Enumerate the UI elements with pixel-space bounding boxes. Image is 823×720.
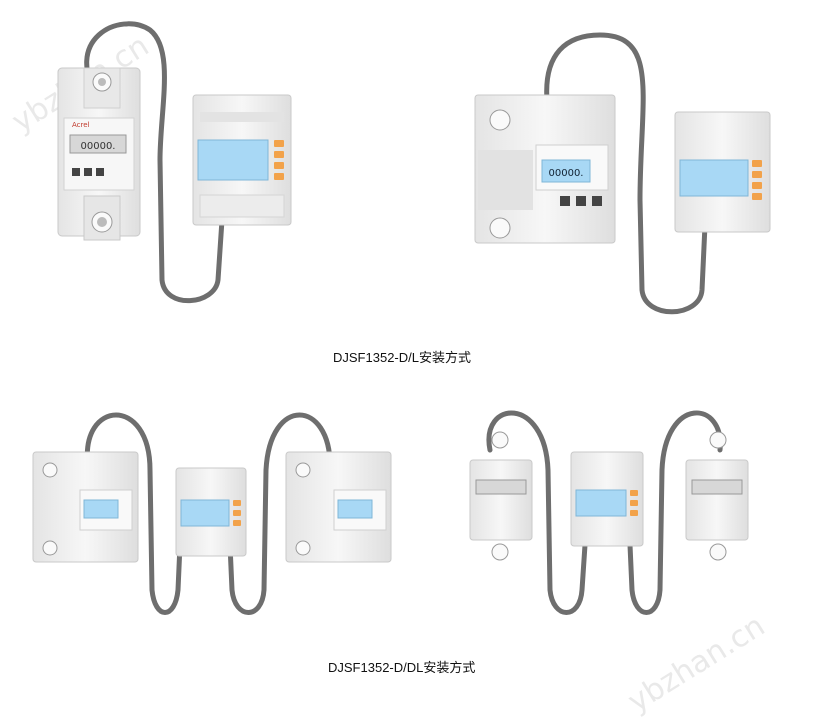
- bottom-left-assembly: [32, 412, 392, 615]
- connection-cable: [84, 412, 183, 615]
- product-illustration: 00000. Acrel 00000.: [32, 21, 771, 615]
- connection-cable: [84, 21, 225, 304]
- meter-lcd: [541, 159, 591, 183]
- brand-logo: Acrel: [72, 121, 90, 129]
- bottom-right-assembly: [469, 410, 749, 615]
- connection-cable: [486, 410, 588, 615]
- meter-lcd: [69, 134, 127, 154]
- meter-body-right: [685, 459, 749, 541]
- connection-cable: [627, 410, 723, 615]
- display-lcd: [197, 139, 269, 181]
- top-left-assembly: 00000. Acrel: [57, 21, 292, 304]
- top-right-assembly: 00000.: [474, 32, 771, 315]
- caption-top: DJSF1352-D/L安装方式: [333, 350, 471, 365]
- connection-cable: [227, 412, 333, 615]
- caption-bottom: DJSF1352-D/DL安装方式: [328, 660, 476, 675]
- meter-body-left: [469, 459, 533, 541]
- lcd-reading: 00000.: [549, 168, 584, 179]
- lcd-reading: 00000.: [81, 141, 116, 152]
- connection-cable: [544, 32, 708, 315]
- display-lcd: [679, 159, 749, 197]
